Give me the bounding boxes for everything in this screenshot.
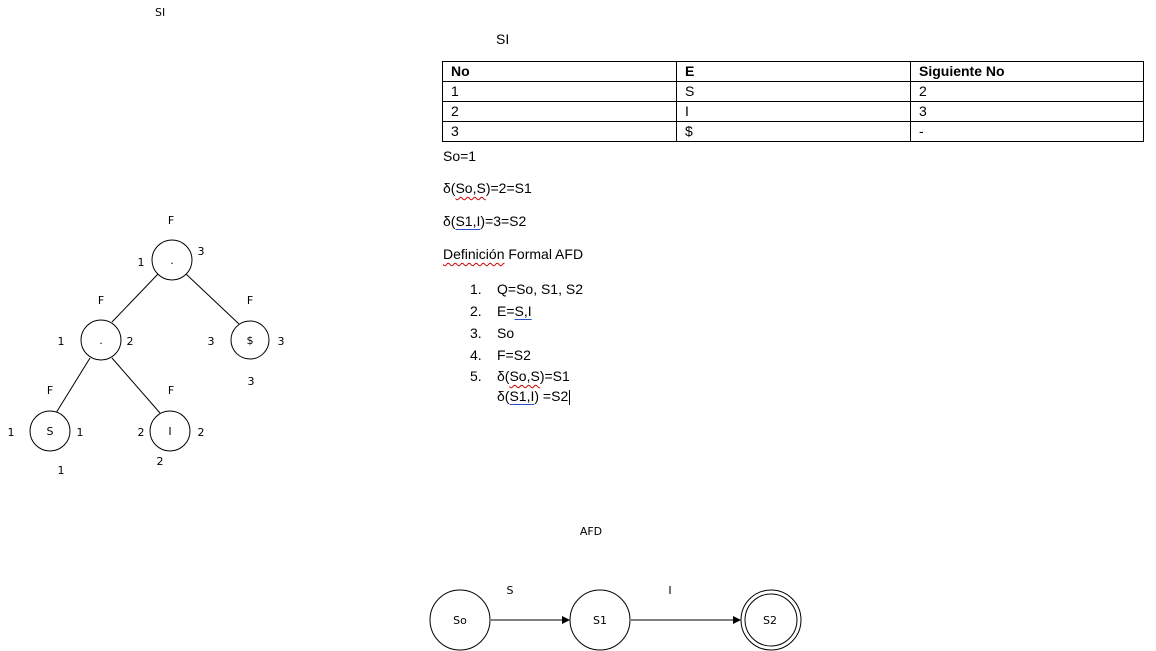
table-cell: - bbox=[910, 121, 1144, 142]
s-leaf-symbol: S bbox=[47, 425, 54, 438]
concat-flag: F bbox=[98, 294, 104, 307]
state-s2-label: S2 bbox=[763, 614, 777, 627]
list-number: 5. bbox=[470, 368, 482, 384]
table-header-no: No bbox=[442, 61, 677, 82]
state-so-label: So bbox=[453, 614, 467, 627]
list-item: 4. F=S2 bbox=[470, 344, 583, 366]
list-text: δ( bbox=[497, 388, 510, 404]
state-so bbox=[429, 589, 491, 651]
root-right-label: 3 bbox=[198, 245, 205, 258]
tree-edge bbox=[185, 273, 240, 325]
list-text-underlined: S,I bbox=[514, 303, 532, 319]
top-label: SI bbox=[155, 6, 166, 19]
list-number: 1. bbox=[470, 281, 482, 297]
list-text: ) =S2 bbox=[534, 388, 569, 404]
delta-args: So,S bbox=[455, 180, 486, 196]
delta-line-1: δ(So,S)=2=S1 bbox=[443, 180, 532, 196]
transition-label-s: S bbox=[507, 584, 514, 597]
i-leaf-symbol: I bbox=[168, 425, 171, 438]
s-leaf-flag: F bbox=[47, 384, 53, 397]
right-title: SI bbox=[496, 31, 510, 47]
dollar-flag: F bbox=[247, 294, 253, 307]
s-leaf-left-label: 1 bbox=[8, 426, 15, 439]
list-item: 2. E=S,I bbox=[470, 300, 583, 322]
table-header-siguiente: Siguiente No bbox=[910, 61, 1144, 82]
afd-diagram: AFD So S1 S2 S I bbox=[429, 525, 802, 651]
follow-table: No E Siguiente No 1 S 2 2 I 3 3 $ - bbox=[442, 61, 1144, 142]
list-item: 5. δ(So,S)=S1 bbox=[470, 366, 583, 386]
list-text: So bbox=[497, 325, 515, 341]
so-line: So=1 bbox=[443, 148, 477, 164]
root-firstpos-flag: F bbox=[168, 214, 174, 227]
concat-symbol: . bbox=[99, 334, 103, 347]
root-node bbox=[151, 239, 193, 281]
dollar-below-label: 3 bbox=[248, 375, 255, 388]
tree-labels: F . 1 3 F . 1 2 F $ 3 3 3 F S 1 1 1 F I … bbox=[8, 214, 285, 477]
state-s2-inner bbox=[744, 593, 798, 647]
dollar-node bbox=[230, 320, 270, 360]
dollar-symbol: $ bbox=[247, 334, 254, 347]
list-text: Q=So, S1, S2 bbox=[497, 281, 583, 297]
concat-right-label: 2 bbox=[127, 335, 134, 348]
table-row: 1 S 2 bbox=[442, 81, 1144, 102]
list-number: 4. bbox=[470, 347, 482, 363]
definition-heading: Definición Formal AFD bbox=[443, 246, 583, 262]
i-leaf-left-label: 2 bbox=[138, 426, 145, 439]
state-s1 bbox=[569, 589, 631, 651]
dollar-left-label: 3 bbox=[208, 335, 215, 348]
afd-title: AFD bbox=[580, 525, 602, 538]
tree-edge bbox=[111, 273, 159, 323]
list-item-continuation[interactable]: δ(S1,I) =S2 bbox=[470, 386, 583, 406]
transition-label-i: I bbox=[668, 584, 671, 597]
syntax-tree bbox=[29, 239, 270, 452]
s-leaf-right-label: 1 bbox=[77, 426, 84, 439]
list-number: 3. bbox=[470, 325, 482, 341]
state-s1-label: S1 bbox=[593, 614, 607, 627]
delta-line-2: δ(S1,I)=3=S2 bbox=[443, 213, 526, 229]
table-header-row: No E Siguiente No bbox=[442, 61, 1144, 82]
s-leaf-below-label: 1 bbox=[58, 464, 65, 477]
table-row: 3 $ - bbox=[442, 121, 1144, 142]
definition-rest: Formal AFD bbox=[504, 246, 584, 262]
list-text: F=S2 bbox=[497, 347, 531, 363]
s-leaf-node bbox=[29, 410, 71, 452]
i-leaf-right-label: 2 bbox=[198, 426, 205, 439]
i-leaf-node bbox=[149, 410, 191, 452]
list-text: δ( bbox=[497, 368, 510, 384]
root-symbol: . bbox=[170, 254, 174, 267]
root-left-label: 1 bbox=[138, 256, 145, 269]
table-cell: 3 bbox=[442, 121, 677, 142]
definition-word: Definición bbox=[443, 246, 505, 262]
list-item: 1. Q=So, S1, S2 bbox=[470, 278, 583, 300]
tree-edge bbox=[111, 357, 161, 414]
delta-args: S1,I bbox=[455, 213, 481, 229]
i-leaf-below-label: 2 bbox=[157, 455, 164, 468]
delta-prefix: δ( bbox=[443, 180, 456, 196]
i-leaf-flag: F bbox=[168, 384, 174, 397]
table-cell: $ bbox=[676, 121, 911, 142]
list-item: 3. So bbox=[470, 322, 583, 344]
concat-left-label: 1 bbox=[58, 335, 65, 348]
delta-result: )=3=S2 bbox=[480, 213, 527, 229]
list-text-underlined: S1,I bbox=[509, 388, 535, 404]
text-cursor bbox=[569, 389, 571, 405]
delta-prefix: δ( bbox=[443, 213, 456, 229]
delta-result: )=2=S1 bbox=[485, 180, 532, 196]
concat-node bbox=[80, 319, 122, 361]
dollar-right-label: 3 bbox=[278, 335, 285, 348]
list-text: )=S1 bbox=[539, 368, 570, 384]
list-text-underlined: So,S bbox=[509, 368, 540, 384]
list-text: E= bbox=[497, 303, 515, 319]
list-number: 2. bbox=[470, 303, 482, 319]
tree-edge bbox=[55, 357, 91, 414]
definition-list: 1.Q=So, S1, S2 2.E=S,I 3.So 4.F=S2 5.δ(S… bbox=[470, 278, 583, 406]
